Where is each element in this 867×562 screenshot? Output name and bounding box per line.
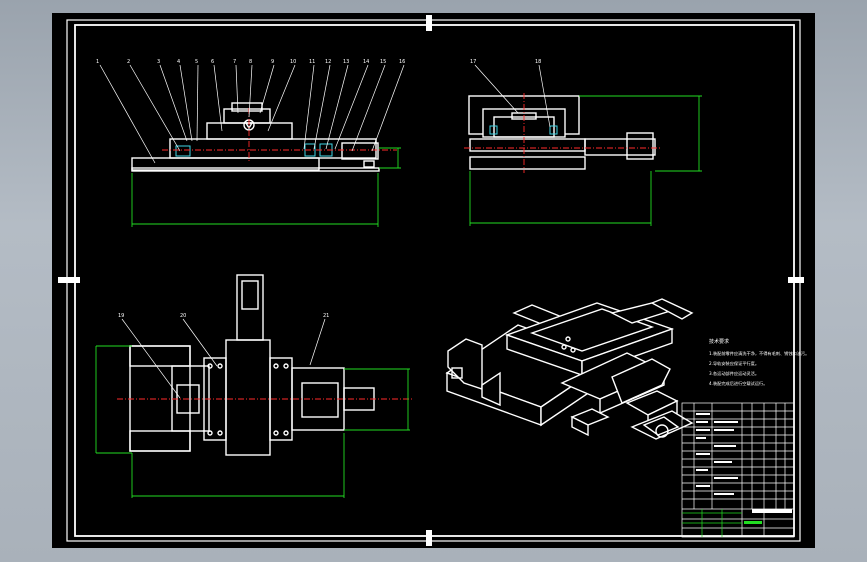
notes-title: 技术要求	[709, 338, 729, 345]
balloon-18: 18	[535, 59, 541, 65]
note-line-2: 2.导轨安装应保证平行度。	[709, 360, 759, 367]
title-block	[681, 402, 795, 538]
balloon-8: 8	[249, 59, 252, 65]
note-line-4: 4.装配完成后进行空载试运行。	[709, 380, 767, 387]
balloon-10: 10	[290, 59, 296, 65]
center-mark-right	[788, 277, 804, 283]
balloon-6: 6	[211, 59, 214, 65]
center-mark-left	[58, 277, 80, 283]
outer-frame	[66, 19, 801, 542]
technical-notes: 技术要求 1.装配前零件应清洗干净，不得有毛刺、锈蚀和油污。 2.导轨安装应保证…	[709, 338, 809, 387]
center-mark-top	[426, 15, 432, 31]
balloon-5: 5	[195, 59, 198, 65]
balloon-12: 12	[325, 59, 331, 65]
cad-drawing: 1 2 3 4 5 6 7 8 9 10 11 12 13 14 15 16	[58, 15, 809, 546]
balloon-14: 14	[363, 59, 369, 65]
balloon-13: 13	[343, 59, 349, 65]
note-line-3: 3.各运动部件应运动灵活。	[709, 370, 759, 377]
balloon-4: 4	[177, 59, 180, 65]
balloon-3: 3	[157, 59, 160, 65]
balloon-15: 15	[380, 59, 386, 65]
drawing-sheet: 1 2 3 4 5 6 7 8 9 10 11 12 13 14 15 16	[52, 13, 815, 548]
balloon-19: 19	[118, 313, 124, 319]
balloon-2: 2	[127, 59, 130, 65]
balloon-7: 7	[233, 59, 236, 65]
top-view: 19 20 21	[95, 274, 412, 498]
balloon-20: 20	[180, 313, 186, 319]
isometric-view	[445, 298, 694, 440]
balloon-16: 16	[399, 59, 405, 65]
side-view: 17 18	[464, 59, 702, 226]
front-view: 1 2 3 4 5 6 7 8 9 10 11 12 13 14 15 16	[96, 59, 405, 227]
balloon-1: 1	[96, 59, 99, 65]
balloon-9: 9	[271, 59, 274, 65]
note-line-1: 1.装配前零件应清洗干净，不得有毛刺、锈蚀和油污。	[709, 350, 809, 357]
center-mark-bottom	[426, 530, 432, 546]
balloon-21: 21	[323, 313, 329, 319]
balloon-11: 11	[309, 59, 315, 65]
balloon-17: 17	[470, 59, 476, 65]
